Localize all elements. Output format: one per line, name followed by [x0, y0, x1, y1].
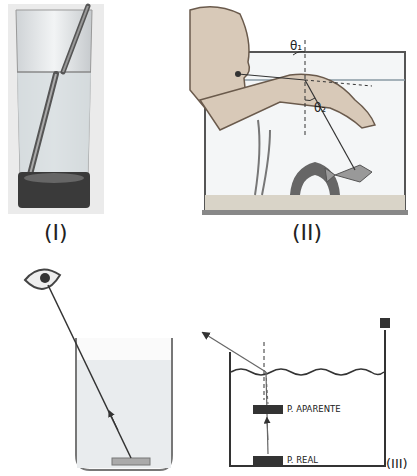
glass-photo: [8, 4, 104, 214]
container-scene: [205, 318, 390, 466]
figure-number: (I): [44, 222, 68, 244]
figure-number: (II): [292, 222, 322, 244]
object-label: P. APARENTE: [287, 405, 341, 414]
aquarium-scene: [190, 7, 408, 215]
angle-label: θ₂: [314, 102, 326, 114]
object-label: P. REAL: [287, 456, 318, 465]
angle-label: θ₁: [290, 40, 302, 52]
beaker-scene: [25, 270, 172, 470]
figure-number: (III): [386, 457, 408, 470]
